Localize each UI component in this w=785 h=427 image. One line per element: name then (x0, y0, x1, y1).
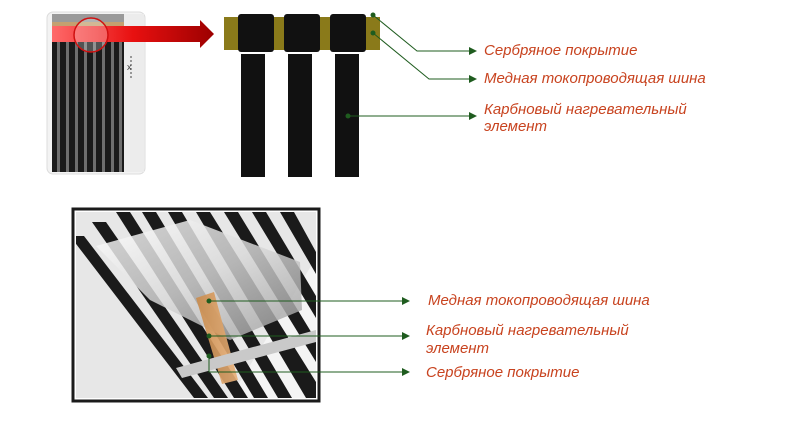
peeled-film-layer (96, 220, 302, 340)
film-photo-bottom (71, 207, 321, 403)
zoom-arrow (52, 20, 214, 48)
label-carbon-element-top-line2: элемент (484, 118, 548, 135)
silver-coating-block (238, 14, 274, 52)
label-silver-coating-bottom: Сербряное покрытие (426, 364, 580, 381)
svg-text:x: x (127, 62, 132, 72)
label-copper-bus-bottom: Медная токопроводящая шина (428, 292, 650, 309)
schematic-top (224, 14, 380, 177)
top-leader-lines (345, 12, 477, 120)
silver-coating-block (284, 14, 320, 52)
label-carbon-element-bottom-line1: Карбновый нагревательный (426, 322, 629, 339)
zoom-circle (73, 17, 109, 53)
carbon-stripes-photo (57, 36, 122, 172)
label-carbon-element-bottom-line2: элемент (426, 340, 490, 357)
label-silver-coating-top: Сербряное покрытие (484, 42, 638, 59)
carbon-strip (241, 54, 265, 177)
silver-coating-block (330, 14, 366, 52)
label-carbon-element-top-line1: Карбновый нагревательный (484, 101, 687, 118)
bottom-leader-lines (206, 297, 410, 376)
carbon-strip (288, 54, 312, 177)
label-copper-bus-top: Медная токопроводящая шина (484, 70, 706, 87)
silver-edge (176, 330, 316, 378)
